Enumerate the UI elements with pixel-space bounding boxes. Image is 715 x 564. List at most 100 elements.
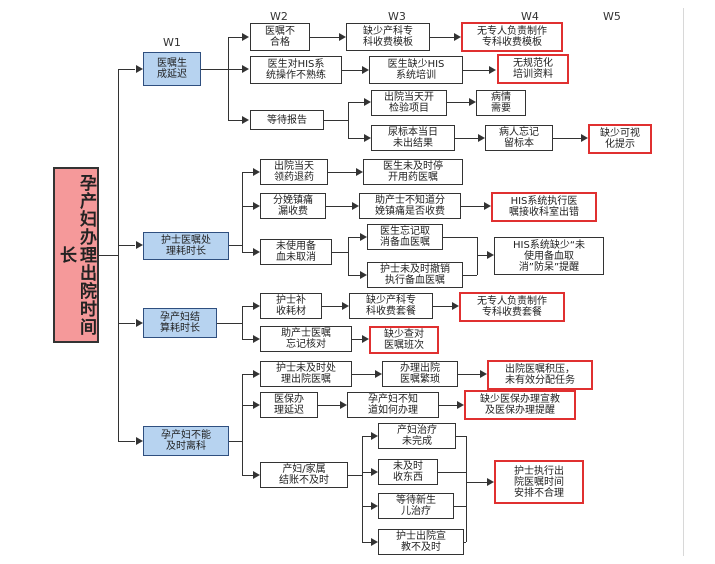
- node-belongings-not-packed: 未及时 收东西: [378, 459, 438, 485]
- arrowhead-icon: [242, 116, 249, 124]
- connector-line: [217, 323, 242, 324]
- level-header-w2: W2: [270, 10, 288, 23]
- connector-line: [438, 472, 466, 473]
- node-discharge-process-complex: 办理出院 医嘱繁琐: [382, 361, 458, 387]
- node-doctor-forgot-cancel: 医生忘记取 消备血医嘱: [367, 224, 443, 250]
- connector-line: [242, 206, 253, 207]
- connector-line: [348, 275, 360, 276]
- connector-line: [318, 405, 340, 406]
- connector-line: [242, 252, 253, 253]
- arrowhead-icon: [452, 302, 459, 310]
- connector-line: [447, 102, 469, 103]
- arrowhead-icon: [454, 33, 461, 41]
- connector-line: [118, 69, 135, 70]
- connector-line: [99, 255, 118, 256]
- node-midwife-unsure-charge: 助产士不知道分 娩镇痛是否收费: [359, 193, 461, 219]
- w1-cannot-leave-in-time: 孕产妇不能 及时离科: [143, 426, 229, 456]
- arrowhead-icon: [253, 302, 260, 310]
- node-no-visual-reminder: 缺少可视 化提示: [588, 124, 652, 154]
- node-orders-backlog: 出院医嘱积压， 未有效分配任务: [487, 360, 593, 390]
- level-header-w1: W1: [163, 36, 181, 49]
- connector-line: [118, 323, 135, 324]
- arrowhead-icon: [371, 468, 378, 476]
- connector-line: [242, 374, 253, 375]
- connector-line: [463, 275, 477, 276]
- connector-line: [324, 120, 348, 121]
- connector-line: [118, 69, 119, 441]
- arrowhead-icon: [457, 401, 464, 409]
- arrowhead-icon: [242, 33, 249, 41]
- connector-line: [461, 206, 484, 207]
- connector-line: [466, 482, 487, 483]
- arrowhead-icon: [253, 370, 260, 378]
- arrowhead-icon: [342, 302, 349, 310]
- node-tests-ordered-same-day: 出院当天开 检验项目: [371, 90, 447, 116]
- connector-line: [332, 252, 348, 253]
- connector-line: [118, 441, 135, 442]
- connector-line: [228, 120, 242, 121]
- node-waiting-report: 等待报告: [250, 110, 324, 130]
- node-his-no-foolproof-reminder: HIS系统缺少“未 使用备血取 消”防呆”提醒: [494, 237, 604, 275]
- connector-line: [454, 506, 466, 507]
- arrowhead-icon: [253, 202, 260, 210]
- arrowhead-icon: [484, 202, 491, 210]
- arrowhead-icon: [480, 370, 487, 378]
- arrowhead-icon: [364, 98, 371, 106]
- connector-line: [229, 245, 242, 246]
- connector-line: [242, 475, 253, 476]
- connector-line: [352, 374, 375, 375]
- connector-line: [477, 255, 487, 256]
- arrowhead-icon: [136, 65, 143, 73]
- connector-line: [553, 138, 581, 139]
- node-discharge-day-drug-return: 出院当天 领药退药: [260, 159, 328, 185]
- arrowhead-icon: [360, 271, 367, 279]
- arrowhead-icon: [253, 471, 260, 479]
- arrowhead-icon: [478, 134, 485, 142]
- connector-line: [362, 542, 371, 543]
- connector-line: [242, 172, 253, 173]
- connector-line: [455, 138, 478, 139]
- arrowhead-icon: [253, 248, 260, 256]
- connector-line: [439, 405, 457, 406]
- connector-line: [342, 70, 362, 71]
- node-blood-not-cancelled: 未使用备 血未取消: [260, 239, 332, 265]
- arrowhead-icon: [339, 33, 346, 41]
- node-nurse-not-revoke: 护士未及时撤销 执行备血医嘱: [367, 262, 463, 288]
- node-no-his-training: 医生缺少HIS 系统培训: [369, 56, 463, 84]
- node-no-insurance-education: 缺少医保办理宣教 及医保办理提醒: [464, 390, 576, 420]
- connector-line: [466, 436, 467, 542]
- connector-line: [228, 37, 229, 120]
- node-patient-unaware-process: 孕产妇不知 道如何办理: [347, 392, 439, 418]
- arrowhead-icon: [356, 168, 363, 176]
- node-doctor-not-stop-order: 医生未及时停 开用药医嘱: [363, 159, 463, 185]
- connector-line: [242, 339, 253, 340]
- arrowhead-icon: [489, 66, 496, 74]
- connector-line: [326, 206, 352, 207]
- arrowhead-icon: [469, 98, 476, 106]
- node-nurse-supplement-supplies: 护士补 收耗材: [260, 293, 322, 319]
- connector-line: [242, 306, 253, 307]
- w1-nurse-order-processing: 护士医嘱处 理耗时长: [143, 232, 229, 260]
- connector-line: [228, 37, 242, 38]
- arrowhead-icon: [136, 437, 143, 445]
- connector-line: [242, 374, 243, 475]
- arrowhead-icon: [253, 401, 260, 409]
- node-treatment-incomplete: 产妇治疗 未完成: [378, 423, 456, 449]
- arrowhead-icon: [364, 134, 371, 142]
- connector-line: [242, 405, 253, 406]
- connector-line: [348, 102, 364, 103]
- connector-line: [348, 237, 360, 238]
- arrowhead-icon: [242, 65, 249, 73]
- node-nurse-late-discharge-order: 护士未及时处 理出院医嘱: [260, 361, 352, 387]
- connector-line: [348, 102, 349, 138]
- node-patient-forgot-sample: 病人忘记 留标本: [485, 125, 553, 151]
- connector-line: [310, 37, 339, 38]
- arrowhead-icon: [340, 401, 347, 409]
- connector-line: [242, 172, 243, 252]
- connector-line: [348, 138, 364, 139]
- arrowhead-icon: [375, 370, 382, 378]
- level-header-w5: W5: [603, 10, 621, 23]
- arrowhead-icon: [352, 202, 359, 210]
- arrowhead-icon: [371, 502, 378, 510]
- w1-settlement-time: 孕产妇结 算耗时长: [143, 308, 217, 338]
